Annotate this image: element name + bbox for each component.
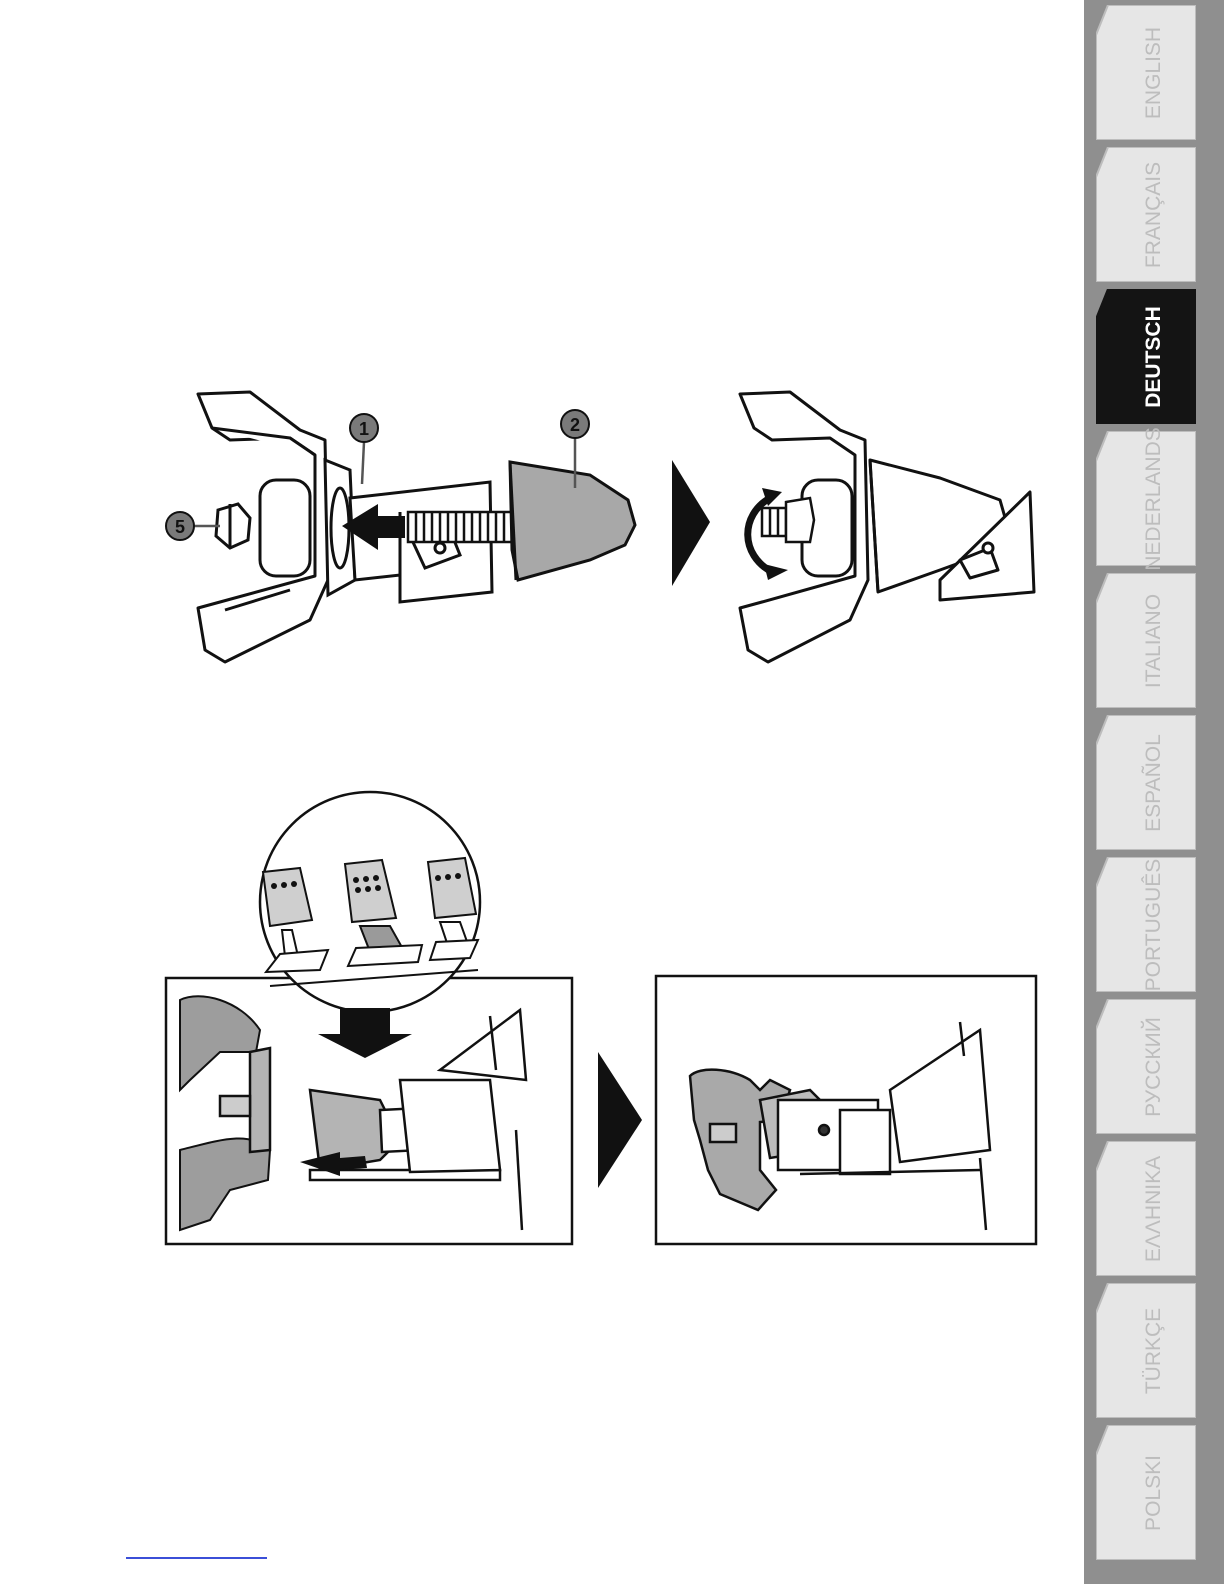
tab-turkce[interactable]: TÜRKÇE (1096, 1283, 1196, 1418)
tab-portugues-label: PORTUGUÊS (1142, 859, 1166, 992)
zoom-circle (260, 792, 480, 1012)
tab-polski-label: POLSKI (1142, 1455, 1166, 1531)
tab-russkiy-label: РУССКИЙ (1142, 1017, 1166, 1117)
pedal-mounting-illustration (160, 790, 1050, 1260)
tab-english[interactable]: ENGLISH (1096, 5, 1196, 140)
tab-espanol[interactable]: ESPAÑOL (1096, 715, 1196, 850)
svg-text:1: 1 (359, 419, 369, 439)
clamp-assembly-illustration: 1 2 5 (150, 380, 1050, 680)
callout-5: 5 (166, 512, 220, 540)
tab-deutsch[interactable]: DEUTSCH (1096, 289, 1196, 424)
step-arrow-top (672, 460, 710, 586)
tab-espanol-label: ESPAÑOL (1142, 734, 1166, 832)
tab-nederlands[interactable]: NEDERLANDS (1096, 431, 1196, 566)
callout-1: 1 (350, 414, 378, 484)
tab-turkce-label: TÜRKÇE (1142, 1308, 1166, 1394)
tab-ellinika[interactable]: ΕΛΛΗΝΙΚΑ (1096, 1141, 1196, 1276)
tab-nederlands-label: NEDERLANDS (1142, 427, 1166, 571)
cone-part (510, 462, 635, 580)
svg-text:5: 5 (175, 517, 185, 537)
svg-text:2: 2 (570, 415, 580, 435)
threaded-bolt (408, 512, 518, 542)
step-arrow-bottom (598, 1052, 642, 1188)
tab-italiano[interactable]: ITALIANO (1096, 573, 1196, 708)
footer-link-underline[interactable] (126, 1557, 267, 1559)
tab-polski[interactable]: POLSKI (1096, 1425, 1196, 1560)
tab-english-label: ENGLISH (1142, 27, 1166, 119)
language-tab-strip: ENGLISH FRANÇAIS DEUTSCH NEDERLANDS ITAL… (1084, 0, 1224, 1584)
tab-russkiy[interactable]: РУССКИЙ (1096, 999, 1196, 1134)
tab-deutsch-label: DEUTSCH (1142, 306, 1166, 408)
tab-ellinika-label: ΕΛΛΗΝΙΚΑ (1142, 1156, 1166, 1262)
tab-italiano-label: ITALIANO (1142, 594, 1166, 688)
nut-part (216, 504, 250, 548)
tab-francais[interactable]: FRANÇAIS (1096, 147, 1196, 282)
tab-portugues[interactable]: PORTUGUÊS (1096, 857, 1196, 992)
tab-francais-label: FRANÇAIS (1142, 162, 1166, 268)
bolt-and-nut-right (762, 498, 814, 542)
clamp-cylinder (260, 460, 355, 595)
